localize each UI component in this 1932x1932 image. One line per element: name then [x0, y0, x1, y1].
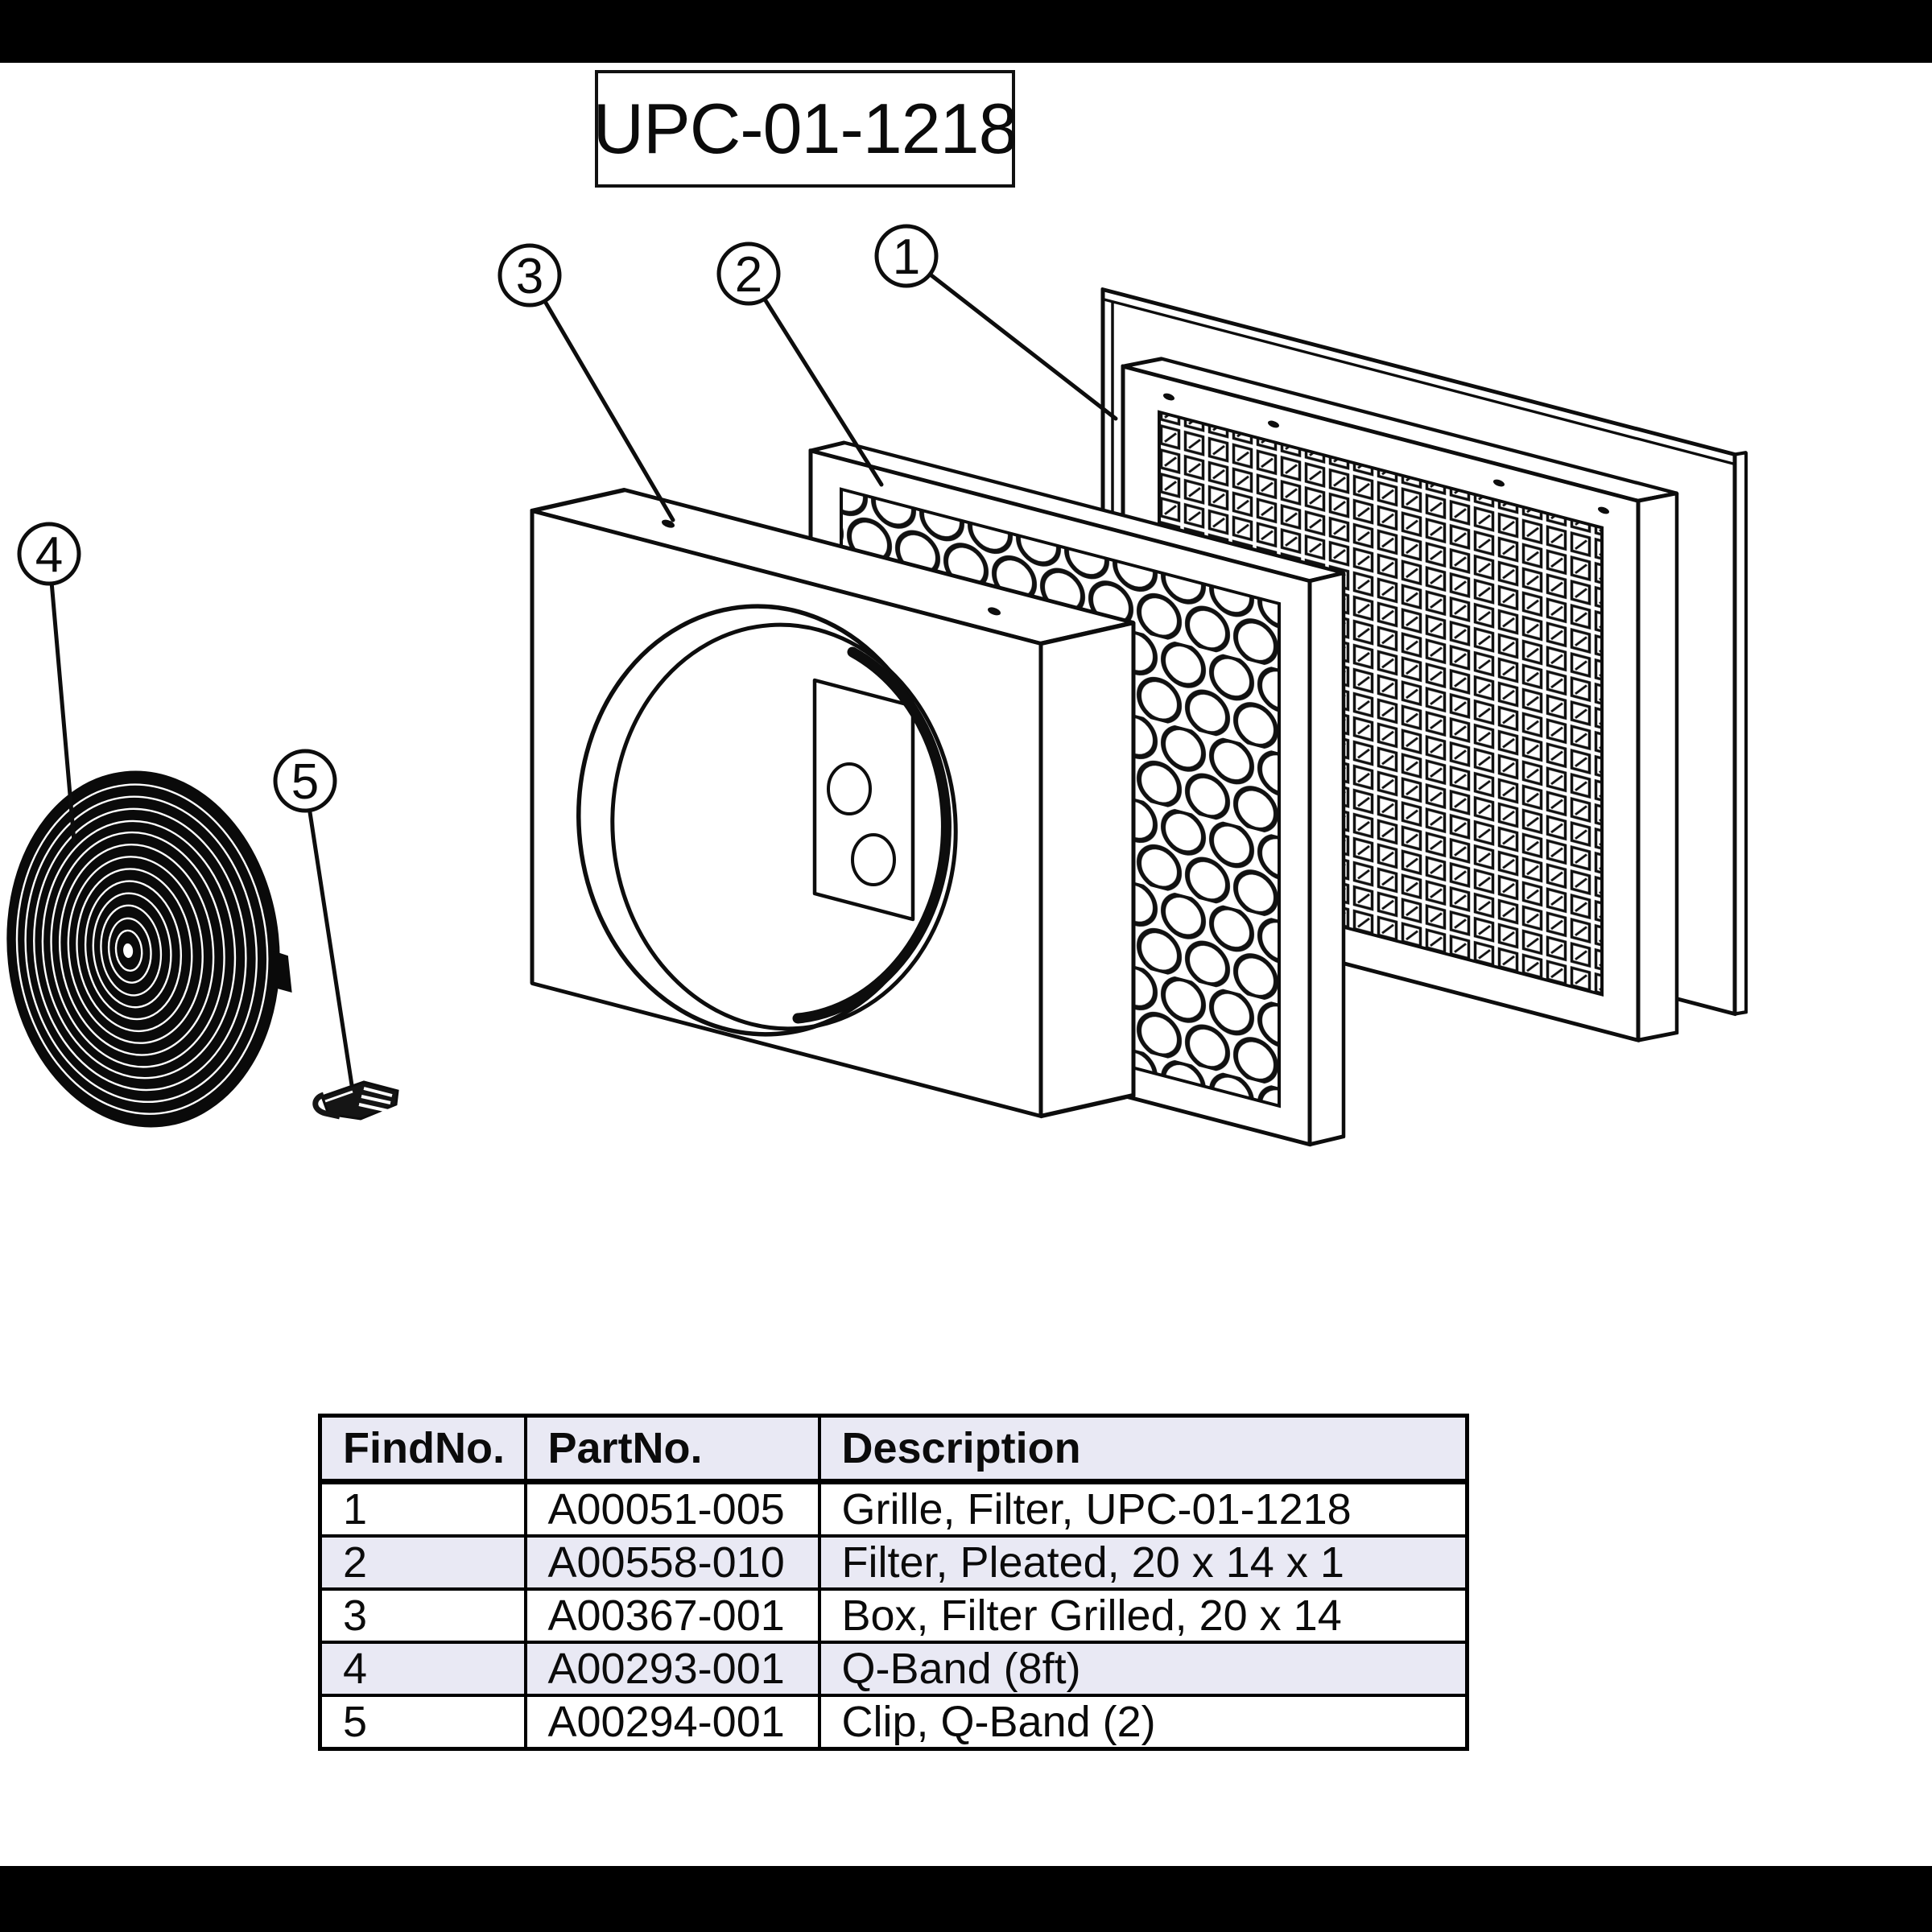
- callout-3: 3: [497, 243, 562, 308]
- partno-cell: A00558-010: [523, 1534, 821, 1591]
- drawing-title-box: UPC-01-1218: [592, 70, 1018, 188]
- table-row: 1 A00051-005 Grille, Filter, UPC-01-1218: [318, 1480, 1469, 1538]
- findno-header: FindNo.: [318, 1414, 527, 1484]
- findno-cell: 4: [318, 1641, 527, 1697]
- description-cell: Grille, Filter, UPC-01-1218: [817, 1480, 1469, 1538]
- callout-3-label: 3: [516, 249, 543, 304]
- callout-balloons: 1 2 3 4 5: [17, 224, 939, 813]
- leader-line-4: [47, 551, 76, 844]
- grille-screw-holes: [1163, 393, 1609, 514]
- callout-2-label: 2: [735, 247, 762, 303]
- leader-line-3: [527, 273, 675, 522]
- callout-4-label: 4: [35, 527, 63, 583]
- callout-2: 2: [716, 242, 781, 306]
- parts-table-header-row: FindNo. PartNo. Description: [318, 1414, 1469, 1484]
- partno-cell: A00294-001: [523, 1694, 821, 1751]
- callout-1: 1: [874, 224, 939, 288]
- leader-lines: [47, 254, 1118, 1088]
- leader-line-1: [904, 254, 1118, 421]
- partno-cell: A00051-005: [523, 1480, 821, 1538]
- box-part-drawing: [530, 487, 1136, 1119]
- description-cell: Q-Band (8ft): [817, 1641, 1469, 1697]
- table-row: 4 A00293-001 Q-Band (8ft): [318, 1641, 1469, 1697]
- findno-cell: 5: [318, 1694, 527, 1751]
- table-row: 5 A00294-001 Clip, Q-Band (2): [318, 1694, 1469, 1751]
- letterbox-top: [0, 0, 1932, 63]
- description-cell: Clip, Q-Band (2): [817, 1694, 1469, 1751]
- parts-table: FindNo. PartNo. Description 1 A00051-005…: [318, 1414, 1469, 1751]
- letterbox-bottom: [0, 1866, 1932, 1932]
- description-cell: Filter, Pleated, 20 x 14 x 1: [817, 1534, 1469, 1591]
- partno-header: PartNo.: [523, 1414, 821, 1484]
- clip-part-drawing: [312, 1080, 399, 1121]
- qband-coil-drawing: [6, 770, 292, 1128]
- callout-5: 5: [273, 749, 337, 813]
- drawing-title: UPC-01-1218: [592, 89, 1018, 168]
- description-header: Description: [817, 1414, 1469, 1484]
- findno-cell: 1: [318, 1480, 527, 1538]
- callout-5-label: 5: [291, 754, 319, 810]
- box-screw-holes: [662, 519, 1001, 616]
- callout-1-label: 1: [893, 229, 920, 285]
- findno-cell: 2: [318, 1534, 527, 1591]
- findno-cell: 3: [318, 1587, 527, 1644]
- callout-4: 4: [17, 522, 81, 586]
- table-row: 2 A00558-010 Filter, Pleated, 20 x 14 x …: [318, 1534, 1469, 1591]
- box-duct-collar: [576, 604, 958, 1037]
- leader-line-2: [746, 271, 884, 487]
- description-cell: Box, Filter Grilled, 20 x 14: [817, 1587, 1469, 1644]
- partno-cell: A00367-001: [523, 1587, 821, 1644]
- partno-cell: A00293-001: [523, 1641, 821, 1697]
- leader-line-5: [303, 778, 354, 1088]
- table-row: 3 A00367-001 Box, Filter Grilled, 20 x 1…: [318, 1587, 1469, 1644]
